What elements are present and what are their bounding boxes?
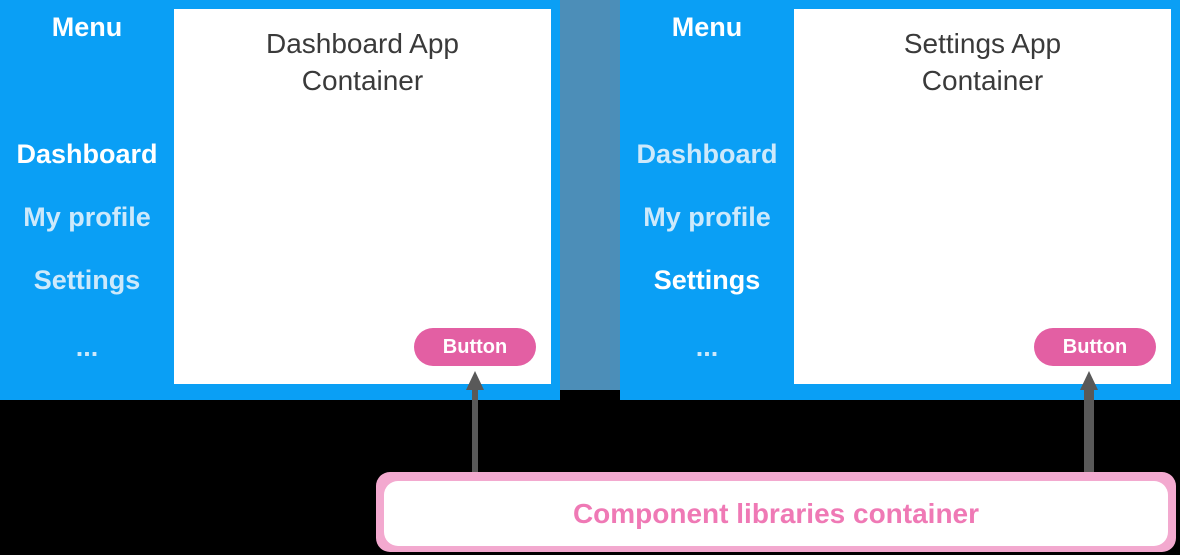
menu-title: Menu: [51, 12, 123, 42]
nav-item-my-profile[interactable]: My profile: [23, 202, 151, 232]
left-sidebar-menu: Menu Dashboard My profile Settings ...: [0, 0, 174, 400]
dashboard-app-container: Dashboard App Container Button: [174, 9, 551, 384]
arrow-shaft: [472, 388, 478, 478]
settings-app-shell: Menu Dashboard My profile Settings ... S…: [620, 0, 1180, 400]
settings-app-container: Settings App Container Button: [794, 9, 1171, 384]
nav-item-dashboard[interactable]: Dashboard: [636, 139, 778, 169]
settings-app-title: Settings App Container: [794, 25, 1171, 99]
right-sidebar-menu: Menu Dashboard My profile Settings ...: [620, 0, 794, 400]
nav-item-settings[interactable]: Settings: [33, 265, 141, 295]
nav-item-settings[interactable]: Settings: [653, 265, 761, 295]
arrow-shaft: [1084, 388, 1094, 478]
component-libraries-label: Component libraries container: [384, 481, 1168, 546]
app-title-line-2: Container: [921, 65, 1044, 96]
panel-divider: [560, 0, 620, 390]
settings-button[interactable]: Button: [1034, 328, 1156, 366]
dashboard-app-title: Dashboard App Container: [174, 25, 551, 99]
nav-item-more[interactable]: ...: [695, 332, 719, 362]
nav-item-dashboard[interactable]: Dashboard: [16, 139, 158, 169]
app-title-line-1: Settings App: [903, 28, 1062, 59]
dashboard-button[interactable]: Button: [414, 328, 536, 366]
app-title-line-1: Dashboard App: [265, 28, 460, 59]
nav-item-my-profile[interactable]: My profile: [643, 202, 771, 232]
menu-title: Menu: [671, 12, 743, 42]
component-libraries-container: Component libraries container: [376, 472, 1176, 552]
dashboard-app-shell: Menu Dashboard My profile Settings ... D…: [0, 0, 560, 400]
app-title-line-2: Container: [301, 65, 424, 96]
nav-item-more[interactable]: ...: [75, 332, 99, 362]
